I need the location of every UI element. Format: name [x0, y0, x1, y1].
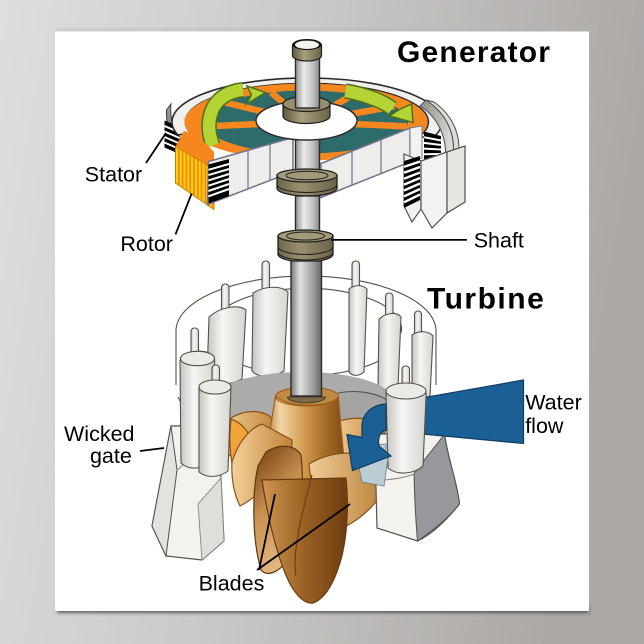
svg-text:Shaft: Shaft: [474, 229, 524, 253]
svg-text:Turbine: Turbine: [427, 283, 545, 316]
svg-text:Blades: Blades: [199, 572, 265, 596]
svg-text:Wicked: Wicked: [64, 422, 134, 446]
svg-text:Water: Water: [525, 390, 582, 414]
svg-text:flow: flow: [525, 414, 564, 438]
svg-text:Stator: Stator: [85, 163, 142, 187]
svg-text:gate: gate: [90, 444, 132, 468]
svg-text:Rotor: Rotor: [120, 232, 173, 256]
svg-text:Generator: Generator: [397, 36, 551, 69]
